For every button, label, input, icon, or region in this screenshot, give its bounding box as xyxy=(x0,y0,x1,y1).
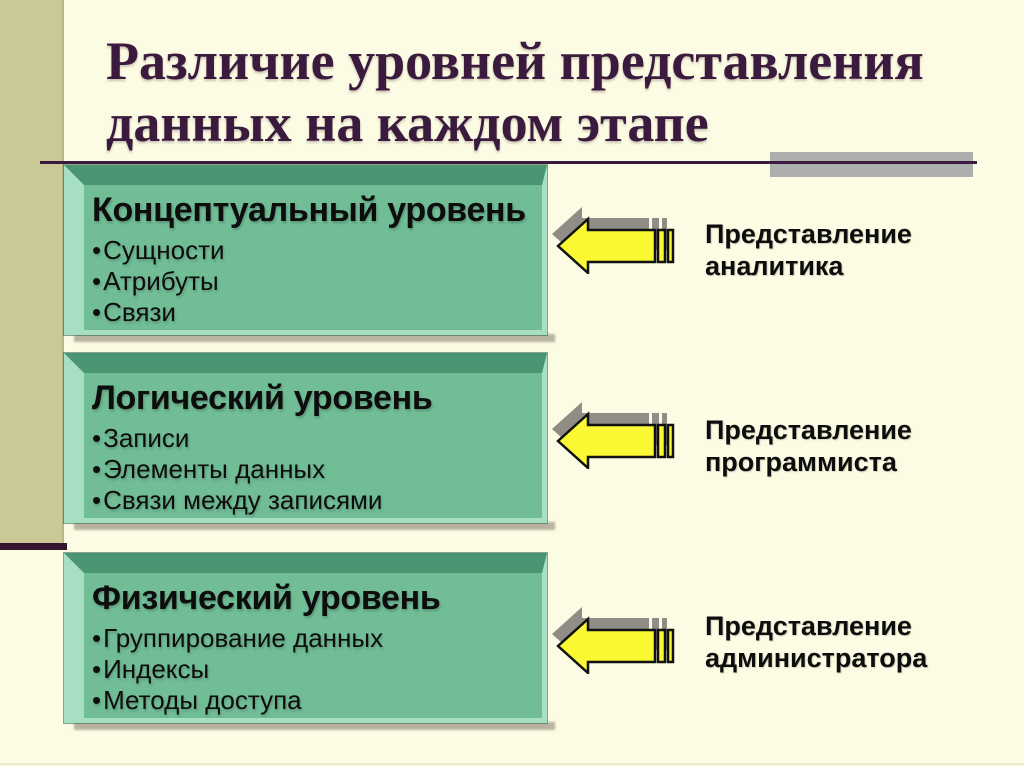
box-bullet-list: Записи Элементы данных Связи между запис… xyxy=(92,423,534,516)
arrow-label-analyst: Представление аналитика xyxy=(705,219,912,281)
bullet-item: Элементы данных xyxy=(92,454,534,485)
box-shadow xyxy=(74,722,555,730)
slide-title-line-1: Различие уровней представления xyxy=(106,31,924,91)
box-bullet-list: Сущности Атрибуты Связи xyxy=(92,235,534,328)
level-box-logical: Логический уровень Записи Элементы данны… xyxy=(63,352,548,524)
box-heading: Концептуальный уровень xyxy=(92,191,526,229)
left-arrow-icon xyxy=(550,606,676,674)
bullet-item: Связи между записями xyxy=(92,485,534,516)
bullet-item: Записи xyxy=(92,423,534,454)
title-underline xyxy=(40,161,977,164)
bullet-item: Группирование данных xyxy=(92,623,534,654)
arrow-label-administrator: Представление администратора xyxy=(705,611,928,673)
left-accent-bar-end-line xyxy=(0,543,67,550)
bullet-item: Атрибуты xyxy=(92,266,534,297)
left-arrow-icon xyxy=(550,401,676,469)
level-box-physical: Физический уровень Группирование данных … xyxy=(63,552,548,724)
slide-title-line-2: данных на каждом этапе xyxy=(106,93,709,153)
arrow-label-programmer: Представление программиста xyxy=(705,415,912,477)
box-heading: Физический уровень xyxy=(92,579,441,617)
box-bullet-list: Группирование данных Индексы Методы дост… xyxy=(92,623,534,716)
box-shadow xyxy=(74,334,555,342)
level-box-conceptual: Концептуальный уровень Сущности Атрибуты… xyxy=(63,164,548,336)
slide-title: Различие уровней представления данных на… xyxy=(106,30,1006,154)
bullet-item: Сущности xyxy=(92,235,534,266)
box-heading: Логический уровень xyxy=(92,379,433,417)
title-underline-gray-band xyxy=(770,152,973,177)
bullet-item: Индексы xyxy=(92,654,534,685)
bullet-item: Связи xyxy=(92,297,534,328)
left-accent-bar xyxy=(0,0,64,543)
box-shadow xyxy=(74,522,555,530)
left-arrow-icon xyxy=(550,206,676,274)
bullet-item: Методы доступа xyxy=(92,685,534,716)
slide-bottom-edge xyxy=(0,763,1024,765)
